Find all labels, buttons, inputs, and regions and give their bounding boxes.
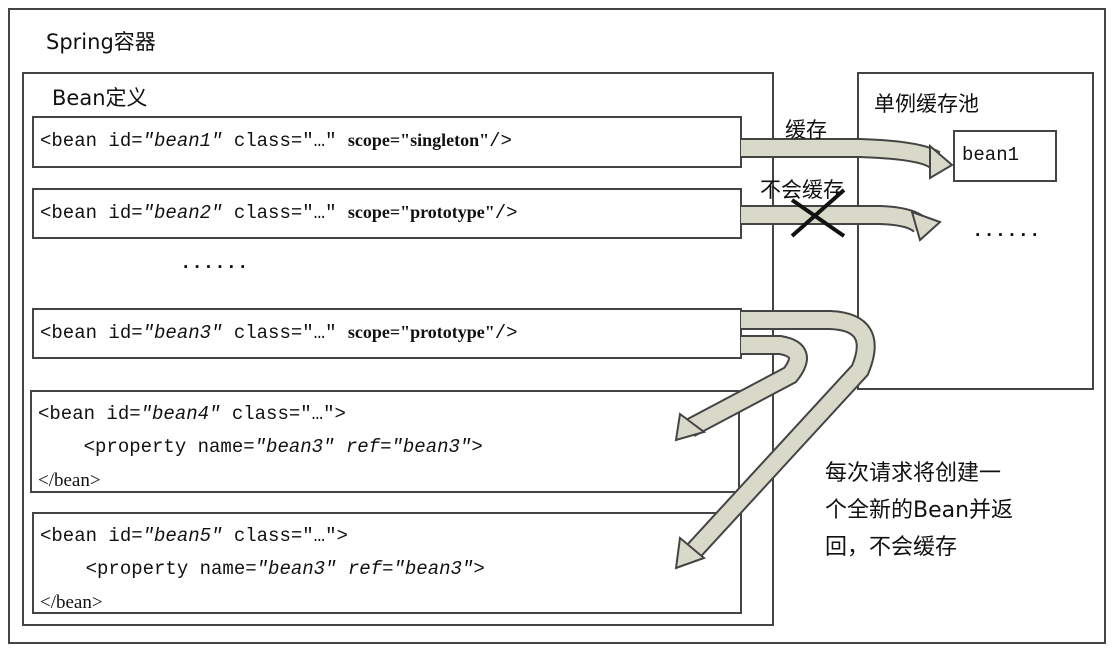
note-line-2: 个全新的Bean并返 — [825, 498, 1014, 523]
defs-ellipsis: ...... — [180, 252, 249, 274]
code-text: class="…"> — [220, 403, 346, 425]
bean-def-3: <bean id="bean3" class="…" scope="protot… — [40, 322, 518, 344]
pool-bean1: bean1 — [962, 144, 1020, 166]
code-text: <bean id= — [40, 202, 143, 224]
code-text: <property name= — [38, 436, 255, 458]
arrow-cache-label: 缓存 — [785, 118, 827, 142]
bean-row-3 — [32, 308, 742, 359]
arrowhead — [910, 210, 942, 242]
code-text: <bean id= — [38, 403, 141, 425]
definitions-title: Bean定义 — [52, 86, 148, 110]
container-title: Spring容器 — [46, 30, 156, 54]
bean-id: "bean2" — [142, 202, 223, 224]
bean-scope: scope="singleton" — [347, 130, 490, 150]
code-text: <bean id= — [40, 322, 143, 344]
code-text: <bean id= — [40, 525, 143, 547]
code-text: /> — [494, 322, 518, 344]
pool-ellipsis: ...... — [972, 220, 1041, 242]
code-text: class="…" — [222, 322, 348, 344]
note-line-1: 每次请求将创建一 — [825, 461, 1002, 486]
arrowhead — [674, 536, 706, 570]
code-text: > — [471, 436, 483, 458]
bean-scope: scope="prototype" — [347, 202, 495, 222]
prop-name: "bean3" — [254, 436, 335, 458]
bean-row-4 — [30, 390, 740, 493]
code-text: </bean> — [38, 470, 101, 491]
bean-def-5: <bean id="bean5" class="…"> <property na… — [40, 520, 485, 620]
code-text: class="…" — [222, 130, 348, 152]
code-text: /> — [494, 202, 518, 224]
singleton-pool-box — [857, 72, 1094, 390]
arrowhead — [674, 412, 707, 442]
bean-def-1: <bean id="bean1" class="…" scope="single… — [40, 130, 512, 152]
bean-id: "bean5" — [142, 525, 223, 547]
code-text: ref= — [334, 436, 392, 458]
bean-row-5 — [32, 512, 742, 614]
bean-row-1 — [32, 116, 742, 168]
code-text: <bean id= — [40, 130, 143, 152]
cross-icon — [790, 188, 846, 238]
note-line-3: 回，不会缓存 — [825, 535, 958, 560]
code-text: </bean> — [40, 592, 103, 613]
bean-def-4: <bean id="bean4" class="…"> <property na… — [38, 398, 483, 498]
code-text: /> — [489, 130, 512, 152]
bean-def-2: <bean id="bean2" class="…" scope="protot… — [40, 202, 518, 224]
code-text: class="…" — [222, 202, 348, 224]
bean-row-2 — [32, 188, 742, 239]
pool-bean1-box — [953, 130, 1057, 182]
arrowhead — [929, 143, 954, 180]
prop-ref: "bean3" — [391, 436, 472, 458]
bean-id: "bean3" — [142, 322, 223, 344]
code-text: > — [473, 558, 485, 580]
bean-id: "bean4" — [140, 403, 221, 425]
code-text: ref= — [336, 558, 394, 580]
prop-name: "bean3" — [256, 558, 337, 580]
pool-title: 单例缓存池 — [874, 92, 979, 116]
prop-ref: "bean3" — [393, 558, 474, 580]
bean-id: "bean1" — [142, 130, 223, 152]
code-text: <property name= — [40, 558, 257, 580]
arrow-nocache-label: 不会缓存 — [760, 178, 844, 202]
code-text: class="…"> — [222, 525, 348, 547]
bean-scope: scope="prototype" — [347, 322, 495, 342]
